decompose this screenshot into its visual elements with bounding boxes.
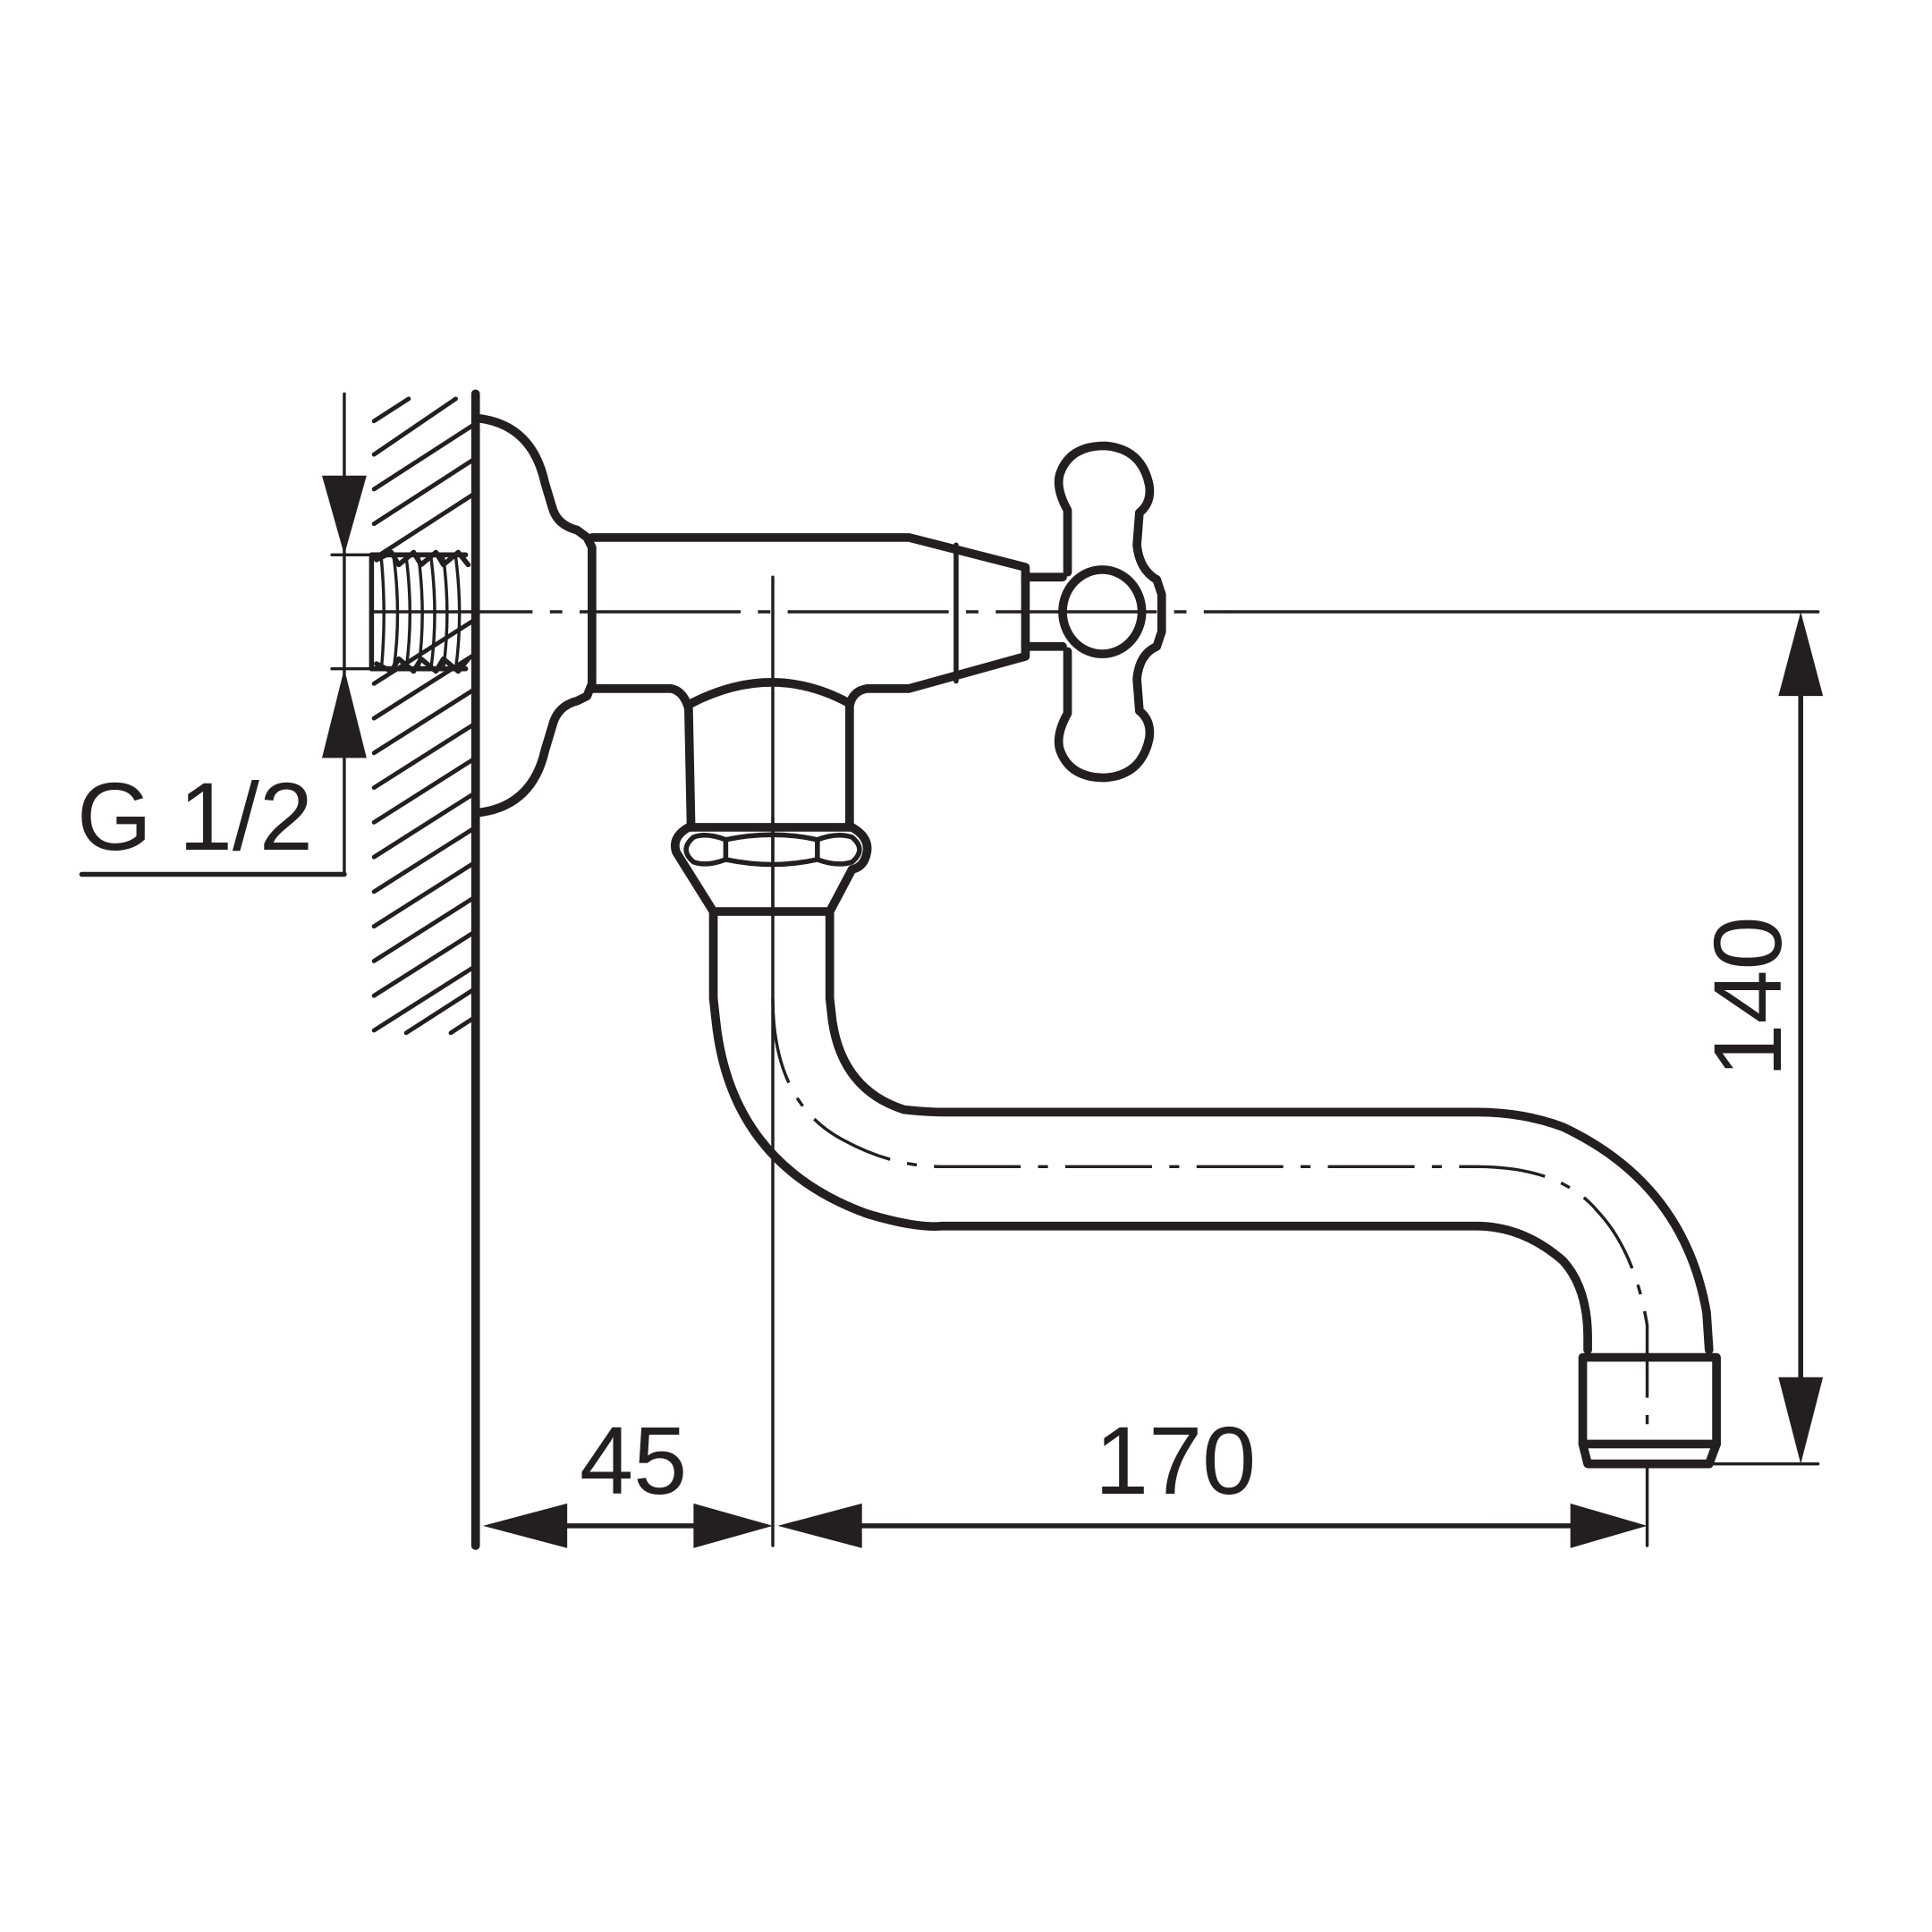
swivel-nut <box>670 816 872 919</box>
wall-offset-label: 45 <box>580 1406 687 1514</box>
arrow-left-icon <box>483 1503 568 1548</box>
thread-size-label: G 1/2 <box>77 762 313 870</box>
thread-dimension: G 1/2 <box>77 392 374 877</box>
wall-rosette <box>476 414 597 818</box>
threaded-inlet <box>369 549 471 674</box>
arrow-right-icon <box>693 1503 773 1548</box>
arrow-left-icon <box>777 1503 862 1548</box>
horizontal-dimensions: 45 170 <box>483 1406 1648 1548</box>
arrow-down-icon <box>1778 1377 1824 1464</box>
arrow-up-icon <box>322 668 367 758</box>
arrow-right-icon <box>1570 1503 1648 1548</box>
cross-handle <box>1054 441 1166 783</box>
arrow-down-icon <box>322 475 367 555</box>
valve-body <box>588 533 1067 832</box>
height-label: 140 <box>1693 916 1801 1077</box>
s-spout <box>708 907 1721 1469</box>
wall-hatching <box>371 389 480 1550</box>
reach-label: 170 <box>1095 1406 1256 1514</box>
arrow-up-icon <box>1778 612 1824 697</box>
height-dimension: 140 <box>1693 612 1824 1466</box>
